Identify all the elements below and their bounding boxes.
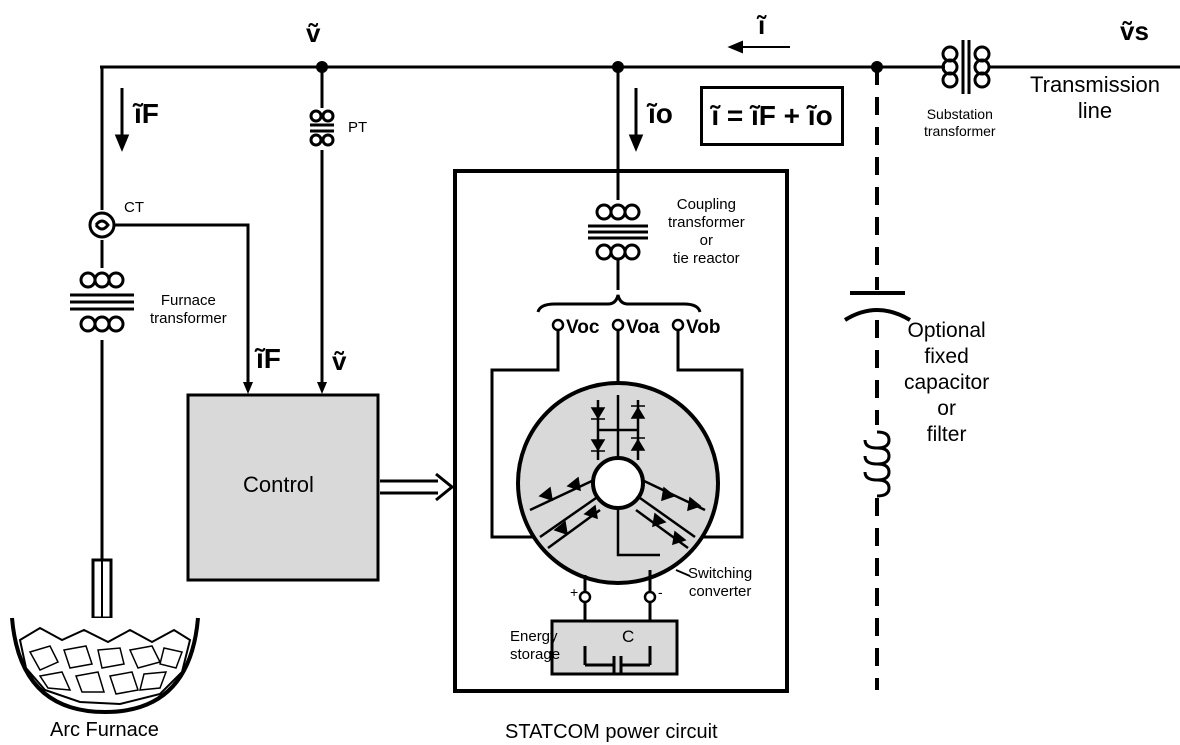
optional-capacitor-label: Optional fixed capacitor or filter — [904, 319, 990, 446]
control-current-input-symbol: ĩF — [256, 343, 281, 374]
current-equation-box: ĩ = ĩF + ĩo — [700, 86, 844, 146]
bus-voltage-symbol: ṽ — [306, 18, 321, 48]
arc-furnace-label: Arc Furnace — [50, 719, 159, 741]
transmission-line-label: Transmission line — [1030, 72, 1160, 123]
current-arrow-if — [114, 88, 130, 152]
furnace-current-symbol: ĩF — [134, 98, 159, 129]
dc-plus-label: + — [570, 584, 579, 600]
substation-transformer-label: Substation transformer — [924, 106, 996, 139]
phase-brace — [536, 294, 702, 313]
ct-label: CT — [124, 199, 144, 216]
voc-label: Voc — [566, 317, 600, 338]
statcom-label: STATCOM power circuit — [505, 721, 718, 743]
inductor-icon — [863, 430, 891, 498]
current-arrow-io — [628, 88, 644, 152]
capacitor-label: C — [622, 627, 635, 646]
pt-label: PT — [348, 119, 368, 136]
arc-furnace-icon — [10, 617, 200, 715]
coupling-transformer-label: Coupling transformer or tie reactor — [668, 196, 745, 267]
statcom-box — [453, 169, 789, 693]
dc-terminals — [578, 590, 657, 604]
current-equation: ĩ = ĩF + ĩo — [711, 100, 833, 131]
pt-signal-arrow — [317, 382, 327, 394]
control-label: Control — [243, 472, 314, 497]
ct-signal-arrow — [243, 382, 253, 394]
control-output-arrow — [380, 472, 455, 502]
control-box — [186, 393, 380, 582]
furnace-transformer-icon — [70, 271, 134, 333]
switching-converter-label: Switching converter — [688, 565, 753, 600]
line-current-symbol: ĩ — [758, 10, 766, 40]
control-voltage-input-symbol: ṽ — [332, 346, 347, 376]
current-arrow — [727, 40, 790, 54]
energy-storage-label: Energy storage — [510, 628, 561, 663]
diode-symbols — [538, 405, 702, 546]
statcom-current-symbol: ĩo — [648, 98, 673, 129]
capacitor-symbol — [843, 291, 912, 322]
furnace-transformer-label: Furnace transformer — [150, 292, 227, 327]
substation-transformer-icon — [941, 40, 1010, 94]
capacitor-icon — [583, 646, 652, 674]
coupling-transformer-icon — [588, 203, 648, 290]
source-voltage-symbol: ṽs — [1120, 16, 1149, 46]
ct-signal-line — [114, 223, 250, 385]
dc-minus-label: - — [658, 584, 663, 600]
pt-icon — [309, 109, 335, 147]
ct-icon — [88, 211, 116, 239]
vob-label: Vob — [686, 317, 721, 338]
voa-label: Voa — [626, 317, 660, 338]
converter-leader — [675, 569, 691, 577]
